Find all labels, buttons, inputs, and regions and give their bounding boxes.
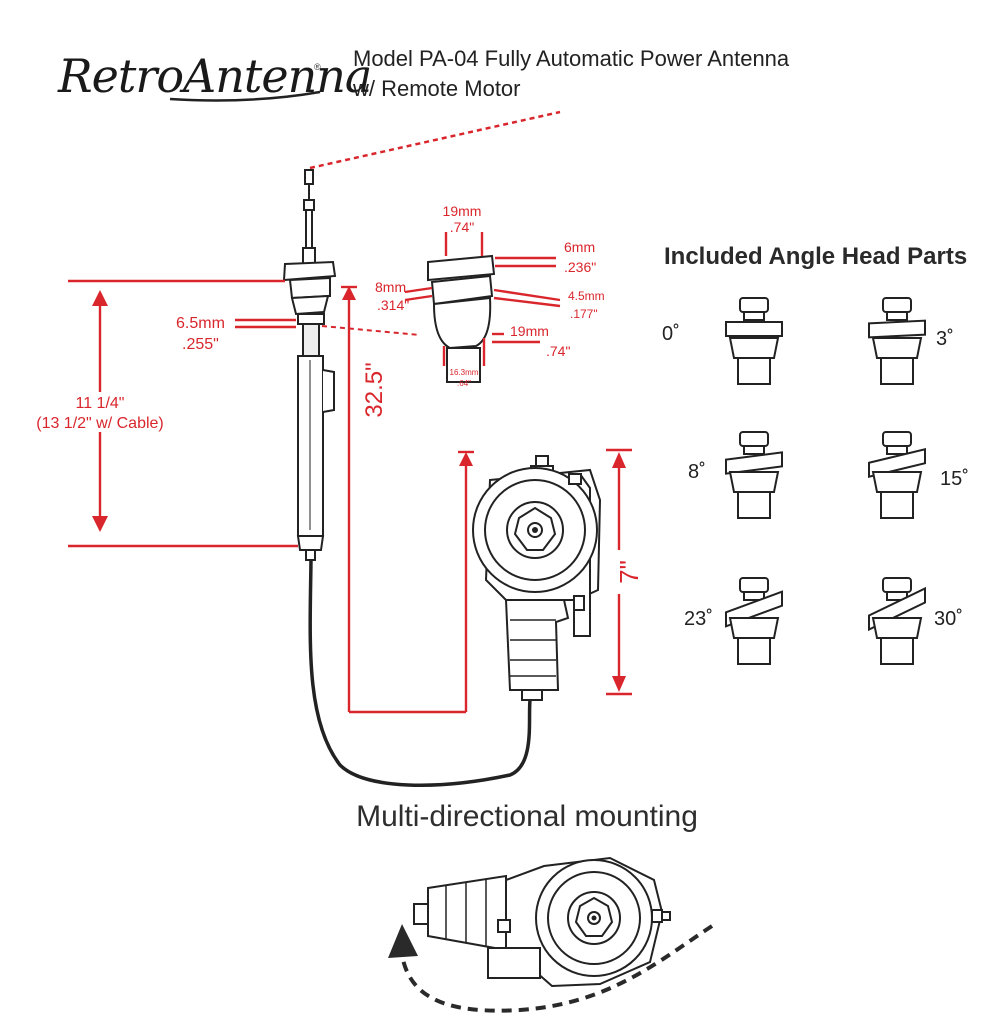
title-line-2: w/ Remote Motor: [352, 76, 521, 101]
motor-height-label: 7": [614, 560, 644, 584]
head-top-mm: 19mm: [443, 203, 482, 219]
angle-head-part: [725, 577, 783, 665]
mast-diameter-in: .255": [182, 336, 219, 353]
mounting-rotation-arrow: [388, 924, 714, 1013]
head-6mm: 6mm: [564, 239, 595, 255]
head-8mm-in: .314": [377, 297, 409, 313]
angle-head-part: [868, 431, 926, 519]
angle-label: 23˚: [684, 608, 713, 630]
head-8mm: 8mm: [375, 279, 406, 295]
angle-label: 3˚: [936, 328, 954, 350]
logo-text: RetroAntenna: [57, 49, 371, 103]
body-length-cable-label: (13 1/2" w/ Cable): [36, 415, 164, 432]
extended-height-label: 32.5": [361, 362, 388, 417]
head-4-5mm: 4.5mm: [568, 289, 605, 303]
head-base-mm: 16.3mm: [450, 368, 479, 377]
angle-label: 0˚: [662, 323, 680, 345]
head-6mm-in: .236": [564, 259, 596, 275]
angle-heads-heading: Included Angle Head Parts: [664, 243, 967, 270]
angle-label: 8˚: [688, 461, 706, 483]
angle-head-part: [868, 297, 926, 385]
angle-heads-grid: 0˚ 3˚ 8˚ 15˚ 23˚ 30˚: [662, 297, 969, 665]
mounting-caption: Multi-directional mounting: [356, 800, 698, 833]
head-detail: 19mm .74" 6mm .236" 8mm .314" 4.5mm .177…: [375, 203, 605, 388]
angle-label: 15˚: [940, 468, 969, 490]
head-4-5mm-in: .177": [570, 307, 598, 321]
brand-logo: RetroAntenna ®: [57, 49, 372, 103]
motor-height-dimension: 7": [606, 448, 644, 696]
mast-diameter-mm: 6.5mm: [176, 315, 225, 332]
head-bottom-in: .74": [546, 343, 570, 359]
title-line-1: Model PA-04 Fully Automatic Power Antenn…: [353, 46, 790, 71]
remote-motor: [472, 455, 602, 701]
head-top-in: .74": [450, 219, 474, 235]
angle-head-part: [725, 297, 783, 385]
angle-head-part: [868, 577, 926, 665]
head-bottom-mm: 19mm: [510, 323, 549, 339]
angle-label: 30˚: [934, 608, 963, 630]
angle-head-part: [725, 431, 783, 519]
antenna-dimensions: 11 1/4" (13 1/2" w/ Cable) 6.5mm .255" 3…: [22, 279, 474, 714]
head-base-in: .64": [457, 379, 471, 388]
antenna-mast: [282, 110, 561, 787]
mounting-motor: [413, 856, 671, 988]
registered-mark: ®: [314, 62, 321, 72]
body-length-label: 11 1/4": [76, 395, 125, 412]
